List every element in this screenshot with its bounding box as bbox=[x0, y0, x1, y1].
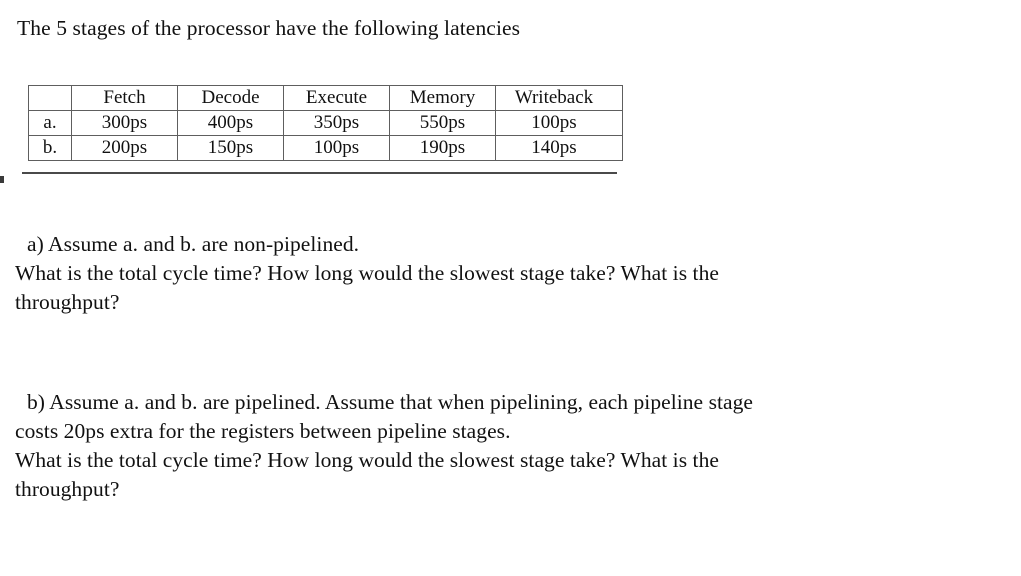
column-header-memory: Memory bbox=[389, 85, 496, 111]
column-header-execute: Execute bbox=[283, 85, 390, 111]
table-header: Fetch Decode Execute Memory Writeback bbox=[28, 85, 623, 111]
page-heading: The 5 stages of the processor have the f… bbox=[17, 16, 521, 40]
latency-table-container: Fetch Decode Execute Memory Writeback a.… bbox=[28, 85, 623, 161]
table-corner-cell bbox=[28, 85, 72, 111]
question-b-block: b) Assume a. and b. are pipelined. Assum… bbox=[15, 388, 990, 504]
row-label-b: b. bbox=[28, 135, 72, 161]
column-header-fetch: Fetch bbox=[71, 85, 178, 111]
cell-a-execute: 350ps bbox=[283, 110, 390, 136]
cell-a-decode: 400ps bbox=[177, 110, 284, 136]
question-a-block: a) Assume a. and b. are non-pipelined. W… bbox=[15, 230, 975, 317]
cell-b-decode: 150ps bbox=[177, 135, 284, 161]
question-a-line3: throughput? bbox=[15, 290, 120, 314]
question-b-line4: throughput? bbox=[15, 477, 120, 501]
question-b-line1: b) Assume a. and b. are pipelined. Assum… bbox=[27, 390, 754, 414]
table-row: a. 300ps 400ps 350ps 550ps 100ps bbox=[28, 110, 623, 136]
cell-b-memory: 190ps bbox=[389, 135, 496, 161]
cell-a-fetch: 300ps bbox=[71, 110, 178, 136]
latency-table: Fetch Decode Execute Memory Writeback a.… bbox=[28, 85, 623, 161]
row-label-a: a. bbox=[28, 110, 72, 136]
horizontal-rule bbox=[22, 172, 617, 174]
table-row: b. 200ps 150ps 100ps 190ps 140ps bbox=[28, 135, 623, 161]
column-header-writeback: Writeback bbox=[495, 85, 623, 111]
left-edge-mark bbox=[0, 176, 4, 183]
column-header-decode: Decode bbox=[177, 85, 284, 111]
table-body: a. 300ps 400ps 350ps 550ps 100ps b. 200p… bbox=[28, 110, 623, 161]
cell-b-writeback: 140ps bbox=[495, 135, 623, 161]
cell-a-writeback: 100ps bbox=[495, 110, 623, 136]
table-header-row: Fetch Decode Execute Memory Writeback bbox=[28, 85, 623, 111]
question-b-line3: What is the total cycle time? How long w… bbox=[15, 448, 719, 472]
cell-a-memory: 550ps bbox=[389, 110, 496, 136]
question-a-line2: What is the total cycle time? How long w… bbox=[15, 261, 719, 285]
question-b-line2: costs 20ps extra for the registers betwe… bbox=[15, 419, 511, 443]
cell-b-fetch: 200ps bbox=[71, 135, 178, 161]
question-a-line1: a) Assume a. and b. are non-pipelined. bbox=[27, 232, 360, 256]
cell-b-execute: 100ps bbox=[283, 135, 390, 161]
